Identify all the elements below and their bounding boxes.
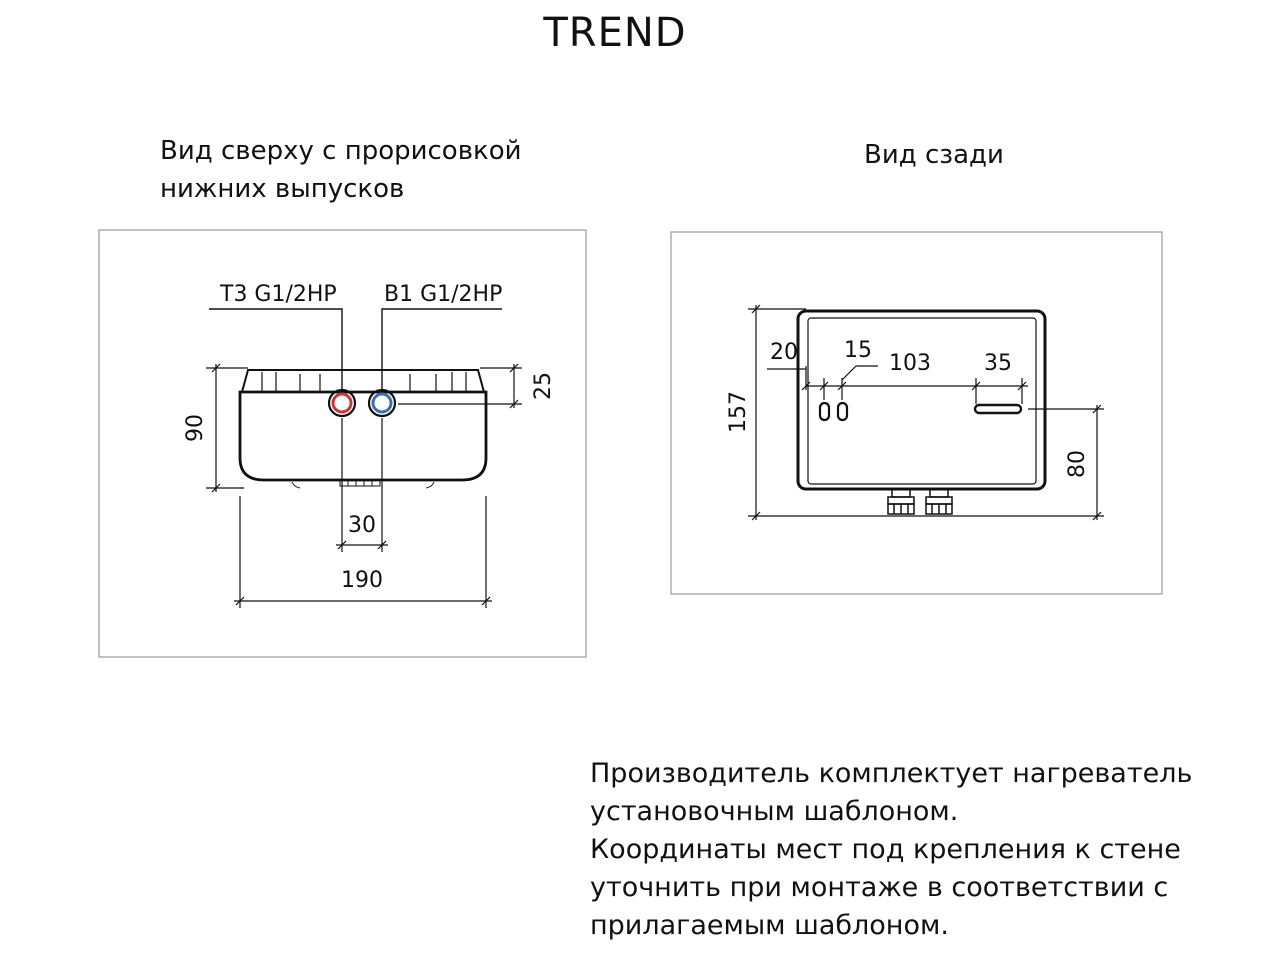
cold-outlet-leader (381, 308, 502, 392)
dim-20-back (767, 366, 811, 391)
mounting-slot (973, 403, 1023, 415)
dim-offset-top-label: 25 (531, 372, 556, 400)
dim-width-top (234, 496, 492, 608)
back-view-caption: Вид сзади (864, 140, 1004, 170)
note-line-4: уточнить при монтаже в соответствии с (590, 872, 1169, 903)
cold-outlet (367, 388, 397, 418)
dim-height-back-label: 157 (726, 391, 751, 433)
back-view (670, 231, 1163, 595)
note-line-2: установочным шаблоном. (590, 796, 959, 827)
fitting-cold-back (925, 488, 953, 515)
heater-body-back (796, 309, 1047, 491)
note-line-3: Координаты мест под крепления к стене (590, 834, 1181, 865)
hot-outlet (327, 388, 357, 418)
hot-outlet-leader (209, 308, 343, 392)
dim-20-back-label: 20 (770, 340, 798, 365)
back-view-frame (670, 231, 1163, 595)
dim-offset-top (398, 363, 522, 409)
mounting-holes (818, 401, 849, 422)
dim-spacing-top (336, 418, 388, 552)
dim-spacing-top-label: 30 (348, 513, 376, 538)
dim-15-back-label: 15 (844, 338, 872, 363)
note-line-5: прилагаемым шаблоном. (590, 910, 949, 941)
dim-chain-back (806, 365, 1028, 404)
dim-depth-top-label: 90 (183, 414, 208, 442)
hot-outlet-label: Т3 G1/2НР (219, 282, 337, 307)
top-view-frame (98, 229, 587, 658)
top-view (98, 229, 587, 658)
heater-body-top (238, 369, 488, 489)
dim-80-back-label: 80 (1065, 450, 1090, 478)
top-view-caption-line2: нижних выпусков (160, 174, 405, 204)
dim-35-back-label: 35 (984, 351, 1012, 376)
dim-103-back-label: 103 (889, 351, 931, 376)
page-title: TREND (543, 10, 687, 56)
dim-height-back (748, 304, 1104, 521)
installation-note: Производитель комплектует нагреватель ус… (590, 755, 1192, 945)
top-view-caption: Вид сверху с прорисовкой нижних выпусков (160, 132, 522, 208)
dim-80-back (1028, 404, 1104, 521)
fitting-hot-back (887, 488, 915, 515)
cold-outlet-label: В1 G1/2НР (384, 282, 502, 307)
top-view-caption-line1: Вид сверху с прорисовкой (160, 136, 522, 166)
dim-depth-top (206, 363, 248, 493)
dim-width-top-label: 190 (341, 568, 383, 593)
note-line-1: Производитель комплектует нагреватель (590, 758, 1193, 789)
